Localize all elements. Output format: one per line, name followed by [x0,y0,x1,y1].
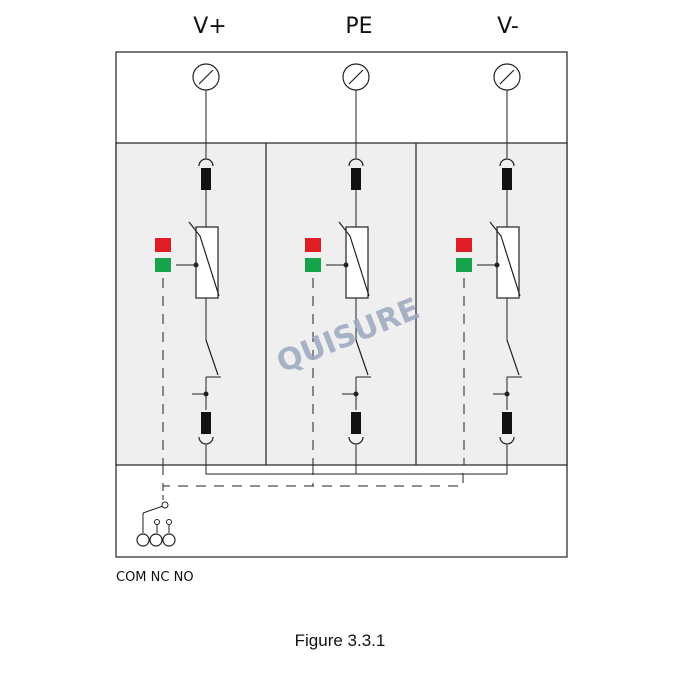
screw-slot [348,69,364,85]
fuse-icon [502,412,512,434]
module-band [115,142,568,466]
status-indicator-red [305,238,321,252]
disconnect-switch-icon [205,339,219,376]
fuse-icon [201,168,211,190]
status-indicator-green [305,258,321,272]
fuse-icon [351,168,361,190]
remote-signal-label: COM NC NO [116,570,194,585]
screw-slot [499,69,515,85]
status-indicator-red [456,238,472,252]
remote-signal-contact [136,501,176,547]
fuse-icon [502,168,512,190]
channel-pe [305,63,371,465]
contact-pivot [161,501,169,509]
fuse-cap-icon [198,436,214,445]
disconnect-switch-icon [355,339,369,376]
varistor-curve [489,221,521,297]
status-indicator-green [155,258,171,272]
varistor-icon [496,226,520,299]
channel-vminus [456,63,522,465]
terminal-label-pe: PE [345,14,372,39]
nc-terminal-icon [149,533,163,547]
varistor-icon [195,226,219,299]
figure-caption: Figure 3.3.1 [295,631,386,650]
fuse-icon [201,412,211,434]
status-indicator-green [456,258,472,272]
fuse-cap-icon [499,436,515,445]
varistor-curve [188,221,220,297]
status-indicator-red [155,238,171,252]
channel-vplus [155,63,221,465]
fuse-cap-icon [348,436,364,445]
fuse-cap-icon [198,158,214,167]
terminal-label-vplus: V+ [193,14,226,39]
varistor-icon [345,226,369,299]
fuse-icon [351,412,361,434]
com-terminal-icon [136,533,150,547]
contact-nc-point [154,519,160,525]
fuse-cap-icon [348,158,364,167]
screw-slot [198,69,214,85]
fuse-cap-icon [499,158,515,167]
no-terminal-icon [162,533,176,547]
disconnect-switch-icon [506,339,520,376]
contact-arm [142,505,164,514]
varistor-curve [338,221,370,297]
contact-no-point [166,519,172,525]
terminal-label-vminus: V- [497,14,519,39]
